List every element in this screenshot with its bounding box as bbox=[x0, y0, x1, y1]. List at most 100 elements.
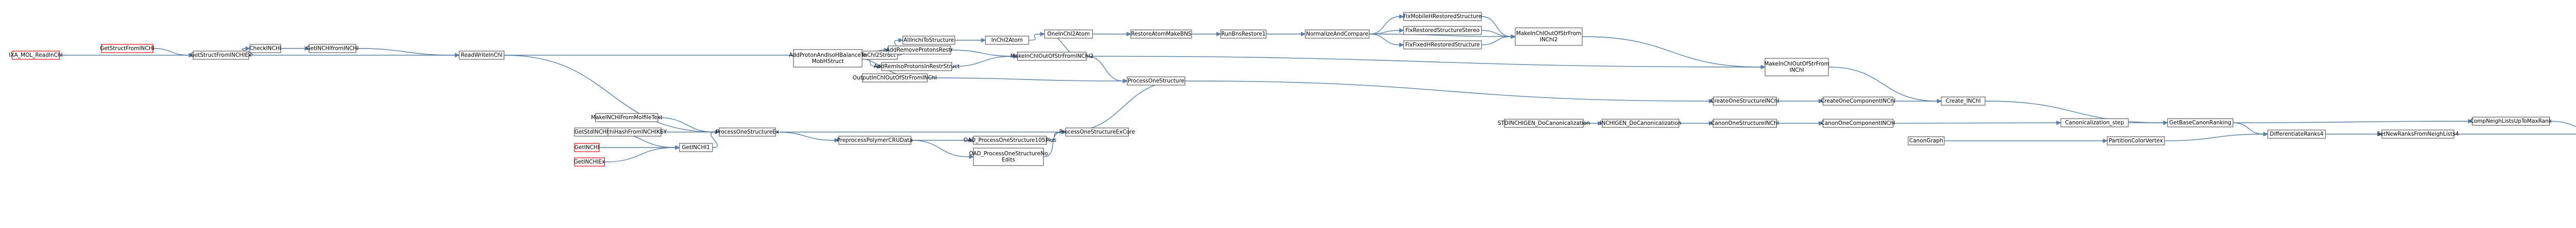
function-node-addremoveprotons[interactable]: AddRemoveProtonsRestr bbox=[886, 45, 953, 55]
function-node-stdinchigen-docanon[interactable]: STDINCHIGEN_DoCanonicalization bbox=[1498, 119, 1590, 128]
node-box bbox=[2381, 129, 2454, 139]
node-box bbox=[1044, 29, 1093, 39]
arrowhead-icon bbox=[1399, 14, 1404, 19]
node-label: AllInchiToStructure bbox=[904, 37, 954, 43]
function-node-readwriteinchi[interactable]: ReadWriteInChI bbox=[459, 51, 505, 60]
function-node-canononecomponent[interactable]: CanonOneComponentINChI bbox=[1821, 119, 1895, 128]
edge-line bbox=[152, 48, 190, 56]
call-edge-canononestructure-to-canononecomponent bbox=[1776, 121, 1824, 126]
node-label: CanonOneStructureINChI bbox=[1711, 120, 1779, 126]
arrowhead-icon bbox=[2103, 138, 2108, 143]
arrowhead-icon bbox=[1760, 64, 1766, 70]
function-node-fixfixed[interactable]: FixFixedHRestoredStructure bbox=[1403, 40, 1482, 50]
function-node-processonestructureex-core[interactable]: ProcessOneStructureExCore bbox=[1059, 127, 1135, 137]
function-node-createonestructure[interactable]: CreateOneStructureINChI bbox=[1710, 96, 1779, 106]
node-label: ProcessOneStructure bbox=[1128, 78, 1184, 84]
function-node-getinchi[interactable]: GetINCHI bbox=[574, 143, 600, 152]
edge-line bbox=[1481, 36, 1512, 45]
arrowhead-icon bbox=[245, 46, 251, 51]
function-node-outputinchi[interactable]: OutputInChIOutOfStrFromINChI bbox=[853, 73, 937, 83]
function-node-restoreatom[interactable]: RestoreAtomMakeBNS bbox=[1130, 29, 1192, 39]
function-node-makeinchi-fix2[interactable]: MakeInChIOutOfStrFromINChI2 bbox=[1010, 52, 1093, 61]
node-box bbox=[1403, 26, 1482, 35]
call-edge-readwriteinchi-to-processonestructureex bbox=[504, 55, 720, 135]
edge-line bbox=[1184, 80, 1710, 102]
function-node-checkinchi[interactable]: CheckINCHI bbox=[249, 44, 281, 53]
arrowhead-icon bbox=[1598, 121, 1603, 126]
function-node-processonestructure[interactable]: ProcessOneStructure bbox=[1127, 76, 1185, 86]
node-label: NormalizeAndCompare bbox=[1306, 31, 1368, 37]
edge-line bbox=[2549, 121, 2576, 127]
node-box bbox=[2167, 118, 2233, 127]
call-edge-stdinchigen_docanon-to-inchin_docanon bbox=[1583, 121, 1603, 126]
function-node-makeinchi-fix[interactable]: MakeInChIOutOfStrFromINChI2 bbox=[1515, 27, 1583, 46]
function-node-createonecomponent[interactable]: CreateOneComponentINChI bbox=[1821, 96, 1895, 106]
function-node-canongraph[interactable]: CanonGraph bbox=[1907, 136, 1945, 145]
node-label: CanonOneComponentINChI bbox=[1821, 120, 1895, 126]
call-edge-oneinchi2atom-to-restoreatom bbox=[1092, 31, 1132, 37]
arrowhead-icon bbox=[981, 38, 986, 43]
call-edge-partition_color-to-differentiate bbox=[2164, 132, 2268, 141]
call-edge-differentiate-to-setnewranks bbox=[2325, 132, 2383, 137]
function-node-getinchifrominchi[interactable]: GetINCHIfromINCHI bbox=[306, 44, 359, 53]
node-box bbox=[459, 51, 505, 60]
edge-line bbox=[710, 132, 718, 148]
node-box bbox=[1127, 76, 1185, 86]
node-label: OAD_ProcessOneStructure105Plus bbox=[963, 137, 1056, 143]
function-node-processonestructureex[interactable]: ProcessOneStructureEx bbox=[716, 127, 779, 137]
node-box bbox=[595, 113, 658, 122]
function-node-oad-process[interactable]: OAD_ProcessOneStructure105Plus bbox=[963, 136, 1056, 145]
function-node-oneinchi2atom[interactable]: OneInChI2Atom bbox=[1044, 29, 1093, 39]
node-label: MobHStruct bbox=[812, 58, 844, 64]
function-node-runbns[interactable]: RunBnsRestore1 bbox=[1220, 29, 1267, 39]
edge-line bbox=[1828, 67, 1938, 102]
node-box bbox=[11, 51, 60, 60]
call-edge-checkinchi-to-getinchifrominchi bbox=[280, 46, 310, 51]
function-node-normalize[interactable]: NormalizeAndCompare bbox=[1304, 29, 1370, 39]
node-label: INChI2 bbox=[1540, 37, 1558, 43]
function-node-setnewranks[interactable]: SetNewRanksFromNeighLists4 bbox=[2377, 129, 2459, 139]
arrowhead-icon bbox=[1708, 121, 1714, 126]
call-edge-preprocesspolymer-to-oad_process bbox=[911, 138, 974, 143]
function-node-compneighlist[interactable]: CompNeighListsUpToMaxRank bbox=[2470, 117, 2552, 126]
node-box bbox=[574, 143, 600, 152]
function-node-getstructfrominchiex[interactable]: GetStructFromINCHIEx bbox=[191, 51, 252, 60]
function-node-addremisoprotons[interactable]: AddRemIsoProtonsInRestrStruct bbox=[874, 62, 960, 71]
function-node-canononestructure[interactable]: CanonOneStructureINChI bbox=[1711, 119, 1779, 128]
function-node-partition-color[interactable]: PartitionColorVertex bbox=[2107, 136, 2165, 145]
call-edge-fixmobh-to-makeinchi_fix bbox=[1481, 16, 1516, 39]
call-edge-normalize-to-makeinchi_fix bbox=[1369, 34, 1516, 39]
function-node-create-inchi[interactable]: Create_INChI bbox=[1941, 96, 1986, 106]
function-node-getinchi1[interactable]: GetINCHI1 bbox=[679, 143, 713, 152]
function-node-inchin-docanon[interactable]: INCHIGEN_DoCanonicalization bbox=[1600, 119, 1681, 128]
edge-line bbox=[355, 48, 456, 56]
function-node-inchi2atom[interactable]: InChI2Atom bbox=[985, 36, 1029, 45]
function-node-preprocesspolymer[interactable]: PreprocessPolymerCRUData bbox=[837, 136, 913, 145]
node-box bbox=[2060, 118, 2129, 127]
function-node-makeinchi[interactable]: MakeInChIOutOfStrFromINChI bbox=[1764, 58, 1829, 76]
function-node-canonicalization-step[interactable]: Canonicalization_step bbox=[2060, 118, 2129, 127]
function-node-allinchi[interactable]: AllInchiToStructure bbox=[902, 36, 955, 45]
node-label: GetStructFromINCHIEx bbox=[191, 52, 252, 58]
function-node-fixmobh[interactable]: FixMobileHRestoredStructure bbox=[1403, 12, 1482, 21]
call-edge-makeinchi-to-create_inchi bbox=[1828, 67, 1942, 104]
node-label: FixMobileHRestoredStructure bbox=[1403, 13, 1482, 20]
function-node-getbasecanon[interactable]: GetBaseCanonRanking bbox=[2167, 118, 2233, 127]
call-edge-processonestructureex_core-to-processonestructure bbox=[1065, 78, 1186, 133]
function-node-getstructfrominchi[interactable]: GetStructFromINCHI bbox=[100, 44, 155, 53]
node-box bbox=[793, 49, 862, 68]
function-node-differentiate[interactable]: DifferentiateRanks4 bbox=[2267, 129, 2326, 139]
function-node-getstdinchi[interactable]: GetStdINCHI bbox=[574, 127, 608, 137]
function-node-fixrestored[interactable]: FixRestoredStructureStereo bbox=[1403, 26, 1482, 35]
function-node-getinchiex[interactable]: GetINCHIEx bbox=[574, 157, 605, 167]
function-node-calcinchi[interactable]: CalcInchiHashFromINCHIKEY bbox=[590, 127, 667, 137]
call-edge-restoreatom-to-runbns bbox=[1192, 31, 1222, 37]
node-box bbox=[1304, 29, 1370, 39]
function-node-makeinchi-mol[interactable]: MakeINCHIFromMolfileText bbox=[591, 113, 663, 122]
node-box bbox=[679, 143, 713, 152]
function-node-ixa-mol[interactable]: IXA_MOL_ReadInChI bbox=[9, 51, 63, 60]
edge-line bbox=[1043, 132, 1062, 157]
